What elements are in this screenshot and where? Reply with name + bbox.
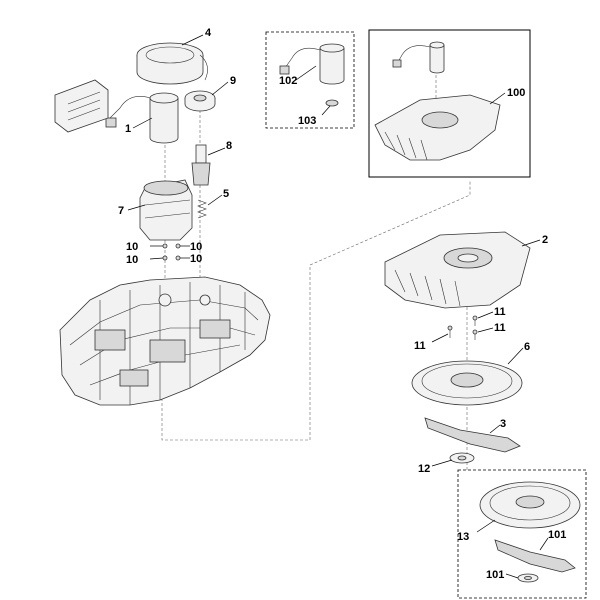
callout-102: 101	[548, 529, 566, 541]
callout-104: 103	[298, 115, 316, 127]
callout-12: 12	[418, 463, 430, 475]
screws-11	[447, 315, 478, 340]
leader-lines	[127, 34, 549, 579]
callout-1: 1	[125, 123, 131, 135]
part-ring-4	[136, 42, 208, 85]
callout-8: 8	[226, 140, 232, 152]
callout-103: 102	[279, 75, 297, 87]
callout-4: 4	[205, 27, 212, 39]
part-motor-103	[279, 43, 345, 85]
callout-6: 6	[524, 341, 530, 353]
part-motor-1	[105, 92, 179, 144]
part-washer-104	[325, 99, 339, 107]
inset-box-cutting-deck	[368, 29, 531, 178]
callout-5: 5	[223, 188, 229, 200]
part-blade-3	[424, 417, 521, 453]
part-hub-101	[517, 573, 539, 583]
callout-101: 101	[486, 569, 504, 581]
part-motor-housing-7	[139, 179, 193, 241]
callout-10-d: 10	[190, 253, 202, 265]
callout-3: 3	[500, 418, 506, 430]
chassis-housing	[59, 276, 271, 406]
callout-7: 7	[118, 205, 124, 217]
callout-10-b: 10	[126, 254, 138, 266]
callout-10-a: 10	[126, 241, 138, 253]
callout-2: 2	[542, 234, 548, 246]
part-shaft-8	[191, 144, 211, 186]
callout-11-c: 11	[494, 322, 506, 334]
part-cutting-deck-13	[374, 41, 501, 161]
callout-11-b: 11	[494, 306, 506, 318]
screws-10	[162, 243, 181, 261]
inset-box-motor-alt	[265, 31, 355, 129]
part-connector-bracket	[54, 79, 109, 133]
callout-13: 100	[507, 87, 525, 99]
part-bearing-9	[184, 90, 216, 112]
assembly-line-main	[161, 180, 471, 441]
part-blade-102	[494, 539, 576, 573]
callout-9: 9	[230, 75, 236, 87]
part-cutting-disc-6	[411, 360, 523, 406]
part-hub-12	[449, 452, 475, 464]
part-cutting-disc-100	[479, 481, 581, 529]
inset-box-disc-kit	[457, 469, 587, 599]
part-spring-5	[197, 199, 207, 219]
callout-100: 13	[457, 531, 469, 543]
callout-10-c: 10	[190, 241, 202, 253]
part-cutting-deck-2	[384, 231, 531, 309]
callout-11-a: 11	[414, 340, 426, 352]
